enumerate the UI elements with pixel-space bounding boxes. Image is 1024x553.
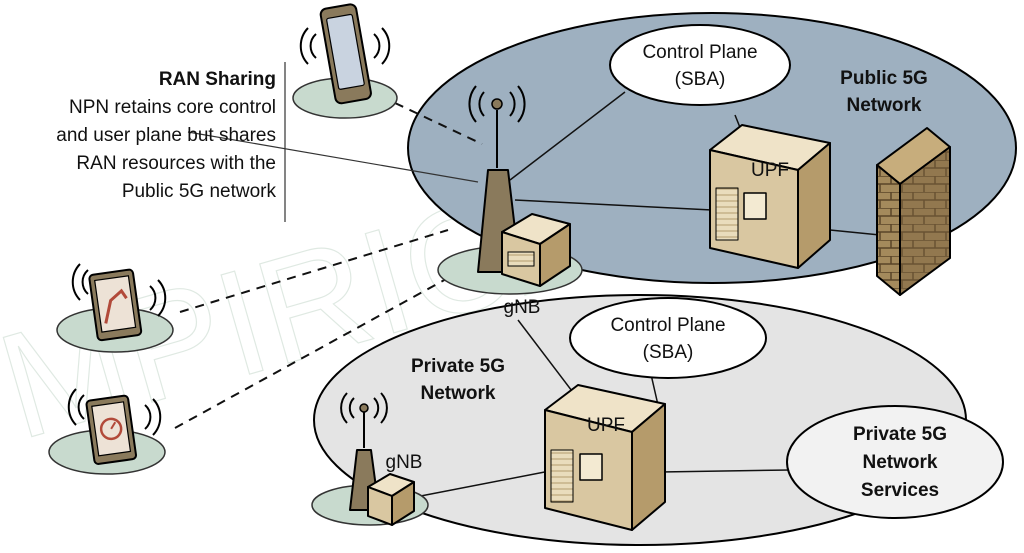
shared-gnb-tower: gNB xyxy=(437,85,583,318)
private-title-line2: Network xyxy=(421,383,496,404)
public-cp-line1: Control Plane xyxy=(642,42,757,63)
ran-sharing-callout: RAN Sharing NPN retains core control and… xyxy=(0,66,276,206)
dial-tablet-icon xyxy=(48,388,166,475)
callout-line: RAN resources with the xyxy=(76,153,276,174)
public-title-line2: Network xyxy=(847,95,922,116)
private-cp-line1: Control Plane xyxy=(610,315,725,336)
private-upf-label: UPF xyxy=(587,415,625,436)
private-gnb-tower: gNB xyxy=(311,392,429,526)
public-control-plane: Control Plane (SBA) xyxy=(609,24,791,106)
services-line3: Services xyxy=(861,480,939,501)
private-control-plane: Control Plane (SBA) xyxy=(569,297,767,379)
callout-line: NPN retains core control xyxy=(69,97,276,118)
smartphone-icon xyxy=(292,3,398,119)
services-line2: Network xyxy=(863,452,938,473)
radio-links xyxy=(174,102,483,429)
shared-gnb-label: gNB xyxy=(504,297,541,318)
public-title-line1: Public 5G xyxy=(840,68,928,89)
public-cp-line2: (SBA) xyxy=(675,69,726,90)
private-title-line1: Private 5G xyxy=(411,356,505,377)
private-services: Private 5G Network Services xyxy=(786,405,1004,519)
firewall-icon xyxy=(876,127,951,296)
callout-line: and user plane but shares xyxy=(56,125,276,146)
public-upf-server: UPF xyxy=(709,124,831,269)
public-links xyxy=(509,91,881,236)
private-cp-line2: (SBA) xyxy=(643,342,694,363)
callout-title: RAN Sharing xyxy=(158,69,276,90)
private-gnb-label: gNB xyxy=(386,452,423,473)
private-upf-server: UPF xyxy=(544,384,666,531)
robot-arm-tablet-icon xyxy=(56,263,174,353)
callout-line: Public 5G network xyxy=(121,181,276,202)
private-links xyxy=(399,319,791,501)
services-line1: Private 5G xyxy=(853,424,947,445)
public-upf-label: UPF xyxy=(751,160,789,181)
callout-pointer xyxy=(187,131,479,183)
